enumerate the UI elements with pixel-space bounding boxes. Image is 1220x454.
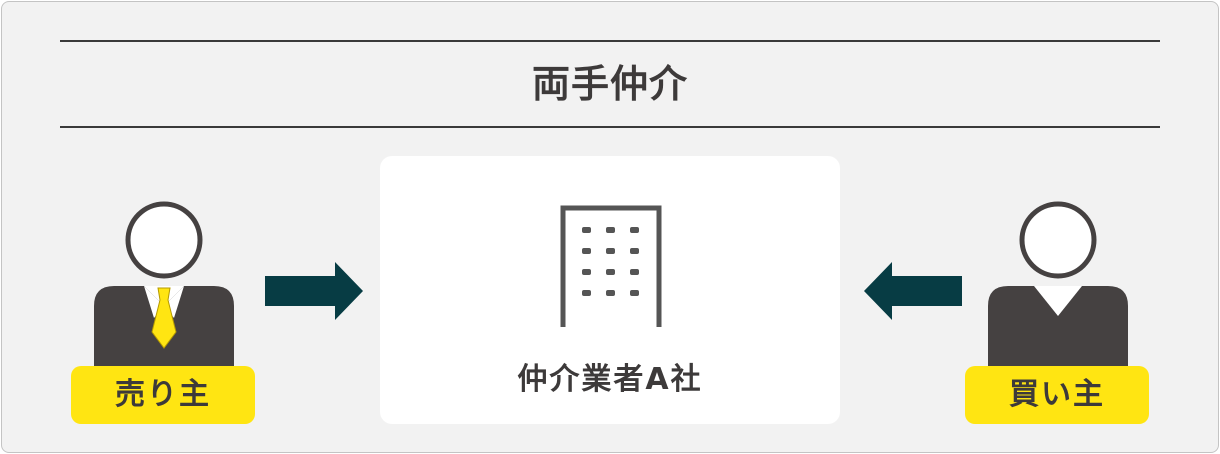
diagram-title: 両手仲介 — [531, 62, 688, 106]
agency-label: 仲介業者A社 — [517, 362, 703, 397]
buyer-label: 買い主 — [965, 366, 1149, 424]
arrow-left-icon — [864, 262, 962, 320]
arrow-right-icon — [265, 262, 363, 320]
seller-businessman-icon — [94, 201, 234, 370]
building-icon — [560, 205, 662, 327]
buyer-person-icon — [988, 201, 1128, 370]
seller-label: 売り主 — [71, 366, 255, 424]
title-top-rule — [60, 40, 1160, 42]
title-bottom-rule — [60, 126, 1160, 128]
